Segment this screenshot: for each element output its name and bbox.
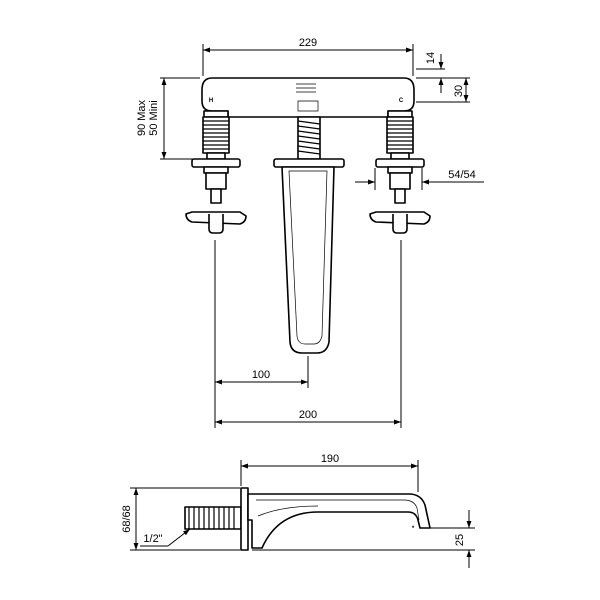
faucet-top-view: H C bbox=[185, 77, 431, 354]
dim-flange: 54/54 bbox=[355, 168, 484, 190]
dim-thread-size: 1/2" bbox=[140, 528, 191, 547]
dim-spout-outlet-height-label: 25 bbox=[454, 534, 466, 546]
outlet-mark: * bbox=[412, 526, 415, 532]
dim-stem-range-max-label: 90 Max bbox=[136, 99, 148, 136]
dim-body-height: 30 bbox=[416, 78, 470, 103]
dim-spout-offset-label: 100 bbox=[252, 369, 270, 381]
dim-handle-spacing: 200 bbox=[215, 240, 402, 428]
dim-stem-range: 90 Max 50 Mini bbox=[136, 77, 200, 160]
wall-plate bbox=[240, 487, 249, 551]
cold-label: C bbox=[399, 98, 404, 104]
dim-thread-size-label: 1/2" bbox=[143, 533, 162, 545]
dim-top-width-label: 229 bbox=[299, 37, 317, 49]
dim-stem-range-min-label: 50 Mini bbox=[148, 100, 160, 135]
dim-body-height-label: 30 bbox=[453, 85, 465, 97]
dim-spout-offset: 100 bbox=[214, 240, 309, 428]
hot-label: H bbox=[209, 98, 213, 104]
crossbar-body bbox=[201, 77, 415, 118]
hot-valve-thread bbox=[202, 116, 230, 154]
dim-flange-label: 54/54 bbox=[448, 169, 476, 181]
dim-spout-length: 190 bbox=[240, 453, 419, 492]
dim-handle-spacing-label: 200 bbox=[299, 409, 317, 421]
dim-spout-height: 68/68 bbox=[121, 487, 240, 551]
cold-valve-thread bbox=[386, 116, 414, 154]
inlet-thread bbox=[184, 506, 242, 530]
spout-outline bbox=[247, 493, 431, 549]
hot-valve: H bbox=[185, 98, 247, 234]
dim-spout-height-label: 68/68 bbox=[121, 505, 133, 533]
dim-top-offset: 14 bbox=[416, 52, 470, 93]
dim-spout-outlet-height: 25 bbox=[252, 510, 475, 568]
dim-top-offset-label: 14 bbox=[425, 52, 437, 64]
cold-valve: C bbox=[369, 98, 431, 234]
spout-side-view: * bbox=[184, 487, 431, 551]
spout-flange bbox=[273, 158, 345, 168]
spout-body bbox=[281, 166, 335, 354]
dim-top-width: 229 bbox=[202, 37, 414, 76]
spout-stem-thread bbox=[297, 116, 321, 160]
dim-spout-length-label: 190 bbox=[321, 453, 339, 465]
